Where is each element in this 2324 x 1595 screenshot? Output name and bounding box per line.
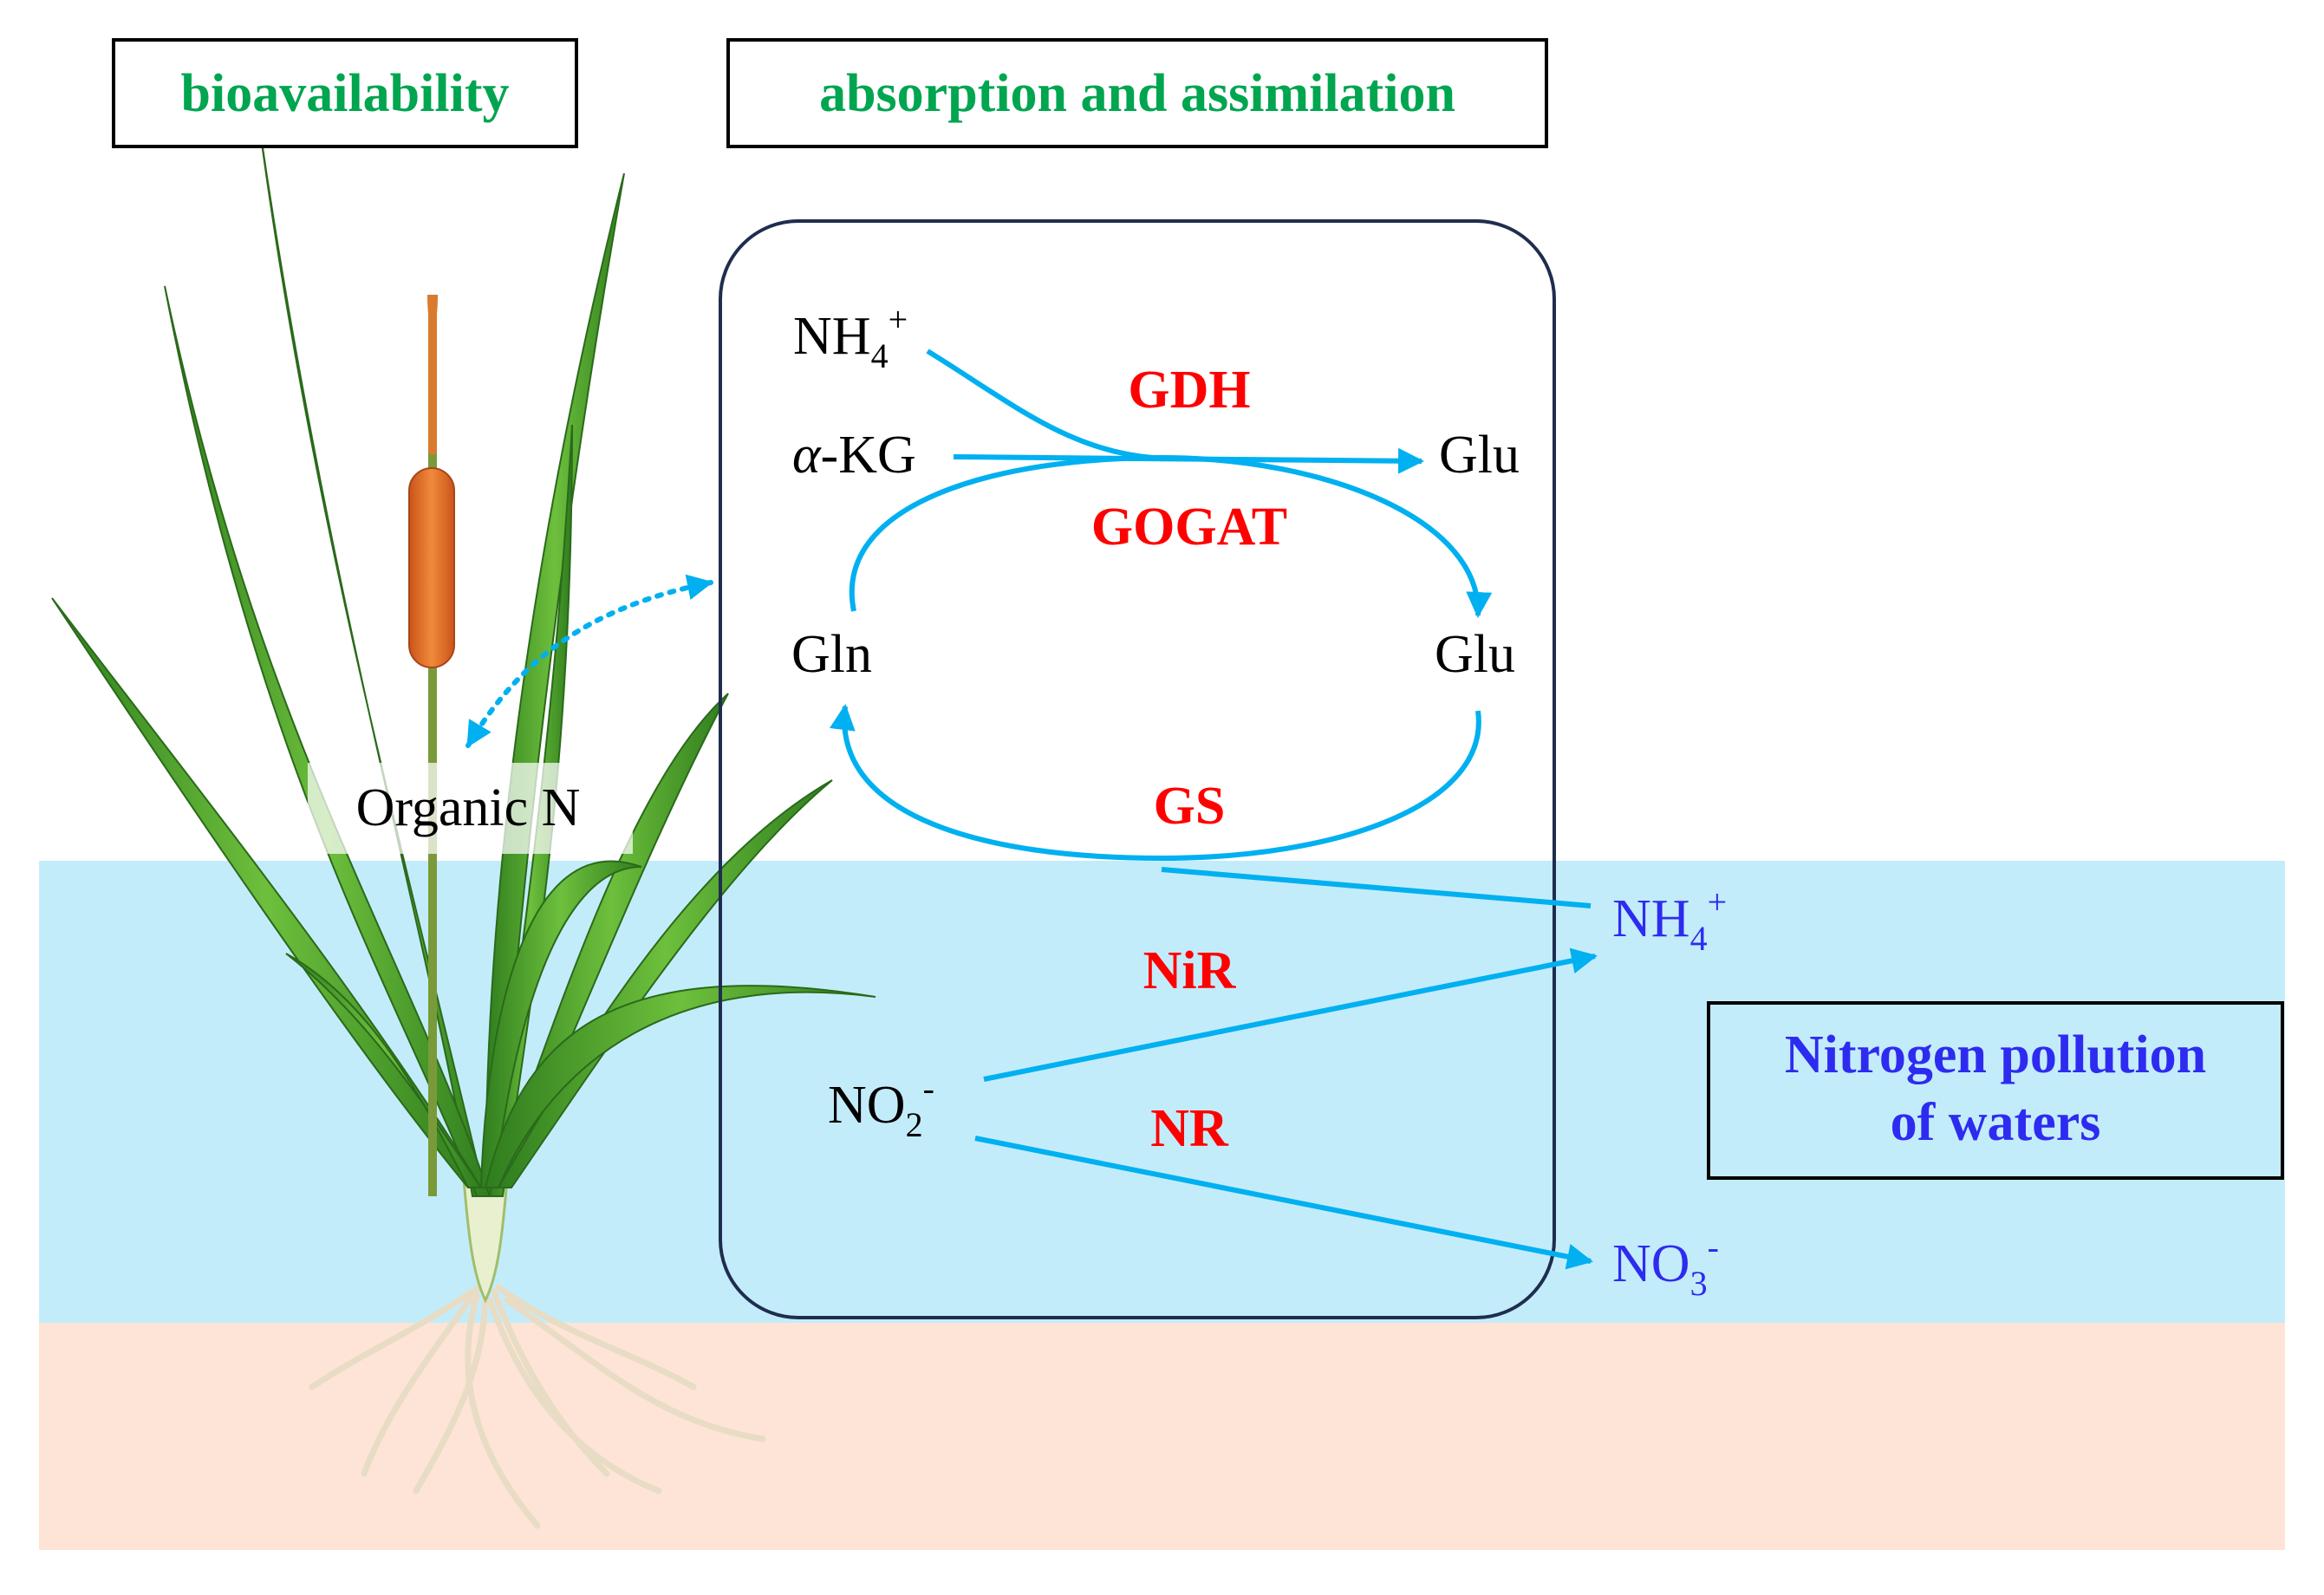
plant-leaves xyxy=(51,129,876,1197)
header-absorption-assimilation: absorption and assimilation xyxy=(819,64,1455,123)
label-glu-top: Glu xyxy=(1439,426,1520,485)
header-box-nitrogen-pollution xyxy=(1707,1001,2284,1180)
pathway-arrows xyxy=(465,348,1598,1270)
label-glu-right: Glu xyxy=(1435,625,1515,684)
plant-roots xyxy=(309,1279,766,1529)
arrow-nh4-to-gdh xyxy=(926,348,1154,460)
enzyme-gs: GS xyxy=(1154,777,1226,836)
enzyme-gdh: GDH xyxy=(1128,361,1250,420)
label-no3: NO3- xyxy=(1612,1227,1719,1303)
enzyme-nr: NR xyxy=(1150,1099,1229,1158)
label-nh4-top: NH4+ xyxy=(793,300,908,375)
label-organic-n: Organic N xyxy=(356,778,581,837)
header-nitrogen-pollution-line2: of waters xyxy=(1891,1093,2101,1152)
arrow-water-nh4-to-gs xyxy=(1161,867,1592,908)
header-box-absorption xyxy=(726,38,1548,148)
label-gln: Gln xyxy=(791,625,872,684)
soil-band xyxy=(39,1323,2285,1550)
plant-stem-base xyxy=(462,1177,509,1304)
arrow-nir-no2-to-nh4 xyxy=(983,947,1598,1082)
arrow-gln-gogat-glu xyxy=(849,454,1493,618)
label-nh4-water: NH4+ xyxy=(1612,882,1727,958)
plant-spike-top xyxy=(428,299,437,455)
label-alpha-kg: α-KG xyxy=(792,426,916,485)
cell-boundary xyxy=(719,219,1556,1319)
plant-flower-stalk xyxy=(428,295,437,1196)
header-bioavailability: bioavailability xyxy=(181,64,510,123)
plant-seed-spike xyxy=(408,467,455,668)
arrow-organic-n-exchange xyxy=(465,574,713,748)
enzyme-nir: NiR xyxy=(1143,941,1237,1000)
header-box-bioavailability xyxy=(112,38,578,148)
label-no2: NO2- xyxy=(828,1069,934,1144)
arrow-glu-gs-gln xyxy=(829,704,1481,862)
arrow-nr-no2-to-no3 xyxy=(974,1136,1593,1270)
header-nitrogen-pollution-line1: Nitrogen pollution xyxy=(1785,1025,2206,1084)
organic-n-backdrop xyxy=(308,763,633,854)
cattail-plant-illustration xyxy=(51,129,876,1529)
enzyme-gogat: GOGAT xyxy=(1091,498,1287,557)
